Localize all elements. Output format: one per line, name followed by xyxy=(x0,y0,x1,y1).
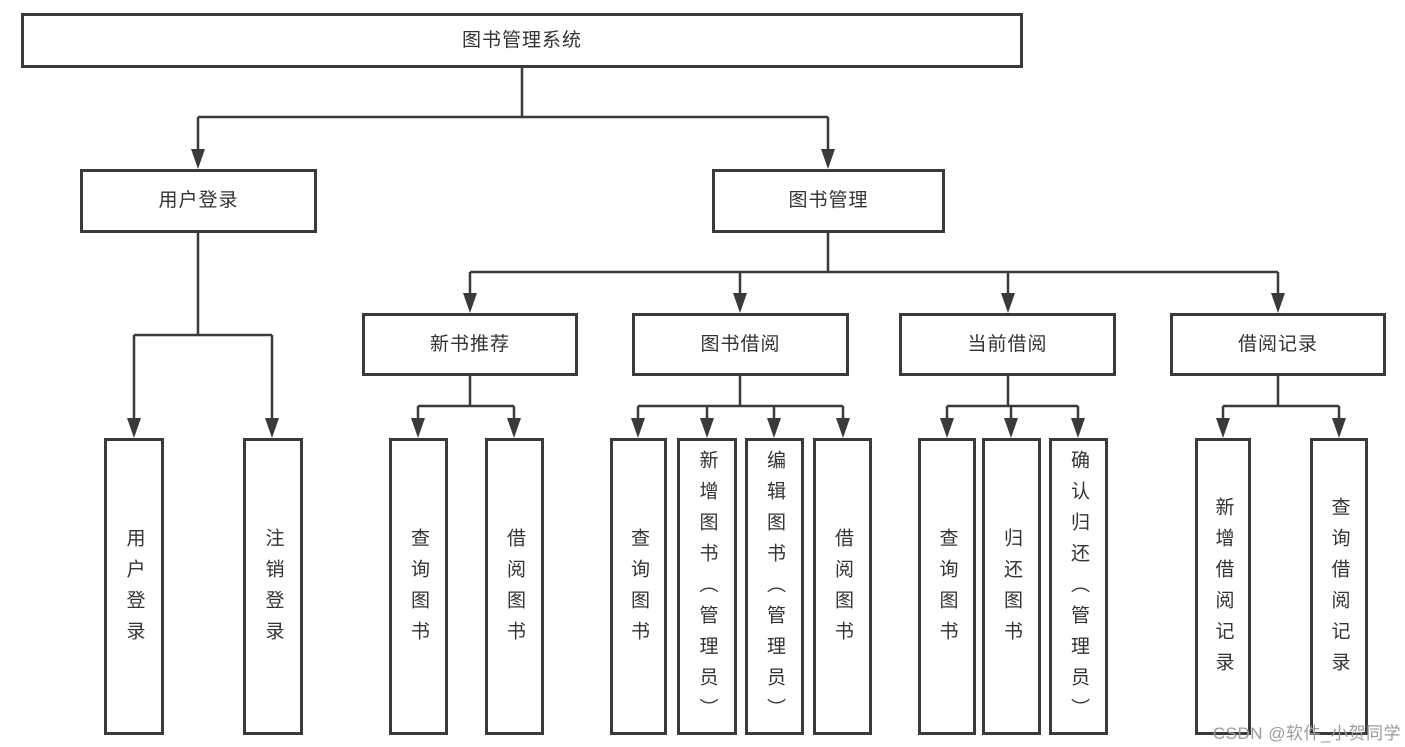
node-book-management-branch: 图书管理 xyxy=(712,169,945,233)
node-logout-label: 注销登录 xyxy=(262,527,284,652)
node-user-login-label: 用户登录 xyxy=(123,527,145,652)
node-borrow-books-1: 借阅图书 xyxy=(485,438,544,735)
node-borrow-books-2-label: 借阅图书 xyxy=(832,527,853,652)
node-add-borrow-record: 新增借阅记录 xyxy=(1195,438,1251,735)
node-user-login-branch: 用户登录 xyxy=(80,169,317,233)
node-confirm-return-admin: 确认归还（管理员） xyxy=(1049,438,1108,735)
node-query-books-3: 查询图书 xyxy=(918,438,976,735)
node-query-books-2: 查询图书 xyxy=(610,438,667,735)
node-borrow-books-1-label: 借阅图书 xyxy=(504,527,525,652)
arrowheads xyxy=(127,149,1346,438)
node-query-books-1: 查询图书 xyxy=(389,438,448,735)
connector-userlogin-to-leaves xyxy=(132,233,274,421)
node-query-books-3-label: 查询图书 xyxy=(936,527,958,652)
connector-newbookrec-to-leaves xyxy=(416,376,516,421)
node-borrowing-records: 借阅记录 xyxy=(1170,313,1386,376)
node-query-books-1-label: 查询图书 xyxy=(408,527,429,652)
node-current-borrowing-label: 当前借阅 xyxy=(967,333,1048,355)
node-query-books-2-label: 查询图书 xyxy=(628,527,649,652)
connector-currentborrow-to-leaves xyxy=(945,376,1080,421)
csdn-watermark: CSDN @软件_小贺同学 xyxy=(1212,724,1401,743)
connector-bookborrow-to-leaves xyxy=(636,376,845,421)
node-add-books-admin: 新增图书（管理员） xyxy=(677,438,737,735)
node-borrowing-records-label: 借阅记录 xyxy=(1237,333,1318,355)
node-logout: 注销登录 xyxy=(243,438,303,735)
node-query-borrow-record-label: 查询借阅记录 xyxy=(1328,496,1350,683)
node-current-borrowing: 当前借阅 xyxy=(899,313,1116,376)
node-user-login-branch-label: 用户登录 xyxy=(158,190,239,212)
node-book-management-branch-label: 图书管理 xyxy=(788,190,869,212)
node-new-book-recommendation: 新书推荐 xyxy=(362,313,578,376)
node-confirm-return-admin-label: 确认归还（管理员） xyxy=(1068,450,1089,729)
node-add-borrow-record-label: 新增借阅记录 xyxy=(1212,496,1234,683)
node-borrow-books-2: 借阅图书 xyxy=(813,438,872,735)
connector-root-to-level2 xyxy=(196,68,830,152)
node-book-borrowing: 图书借阅 xyxy=(632,313,849,376)
node-root-system-label: 图书管理系统 xyxy=(461,29,582,51)
node-return-books-label: 归还图书 xyxy=(1001,527,1022,652)
connector-borrowrecord-to-leaves xyxy=(1221,376,1341,421)
node-root-system: 图书管理系统 xyxy=(21,13,1023,68)
node-add-books-admin-label: 新增图书（管理员） xyxy=(696,450,718,729)
node-user-login: 用户登录 xyxy=(104,438,164,735)
node-new-book-recommendation-label: 新书推荐 xyxy=(429,333,510,355)
node-return-books: 归还图书 xyxy=(982,438,1041,735)
node-edit-books-admin-label: 编辑图书（管理员） xyxy=(764,450,785,729)
node-edit-books-admin: 编辑图书（管理员） xyxy=(745,438,804,735)
node-query-borrow-record: 查询借阅记录 xyxy=(1310,438,1368,735)
node-book-borrowing-label: 图书借阅 xyxy=(700,333,781,355)
connector-bookmgmt-to-level3 xyxy=(468,233,1280,296)
